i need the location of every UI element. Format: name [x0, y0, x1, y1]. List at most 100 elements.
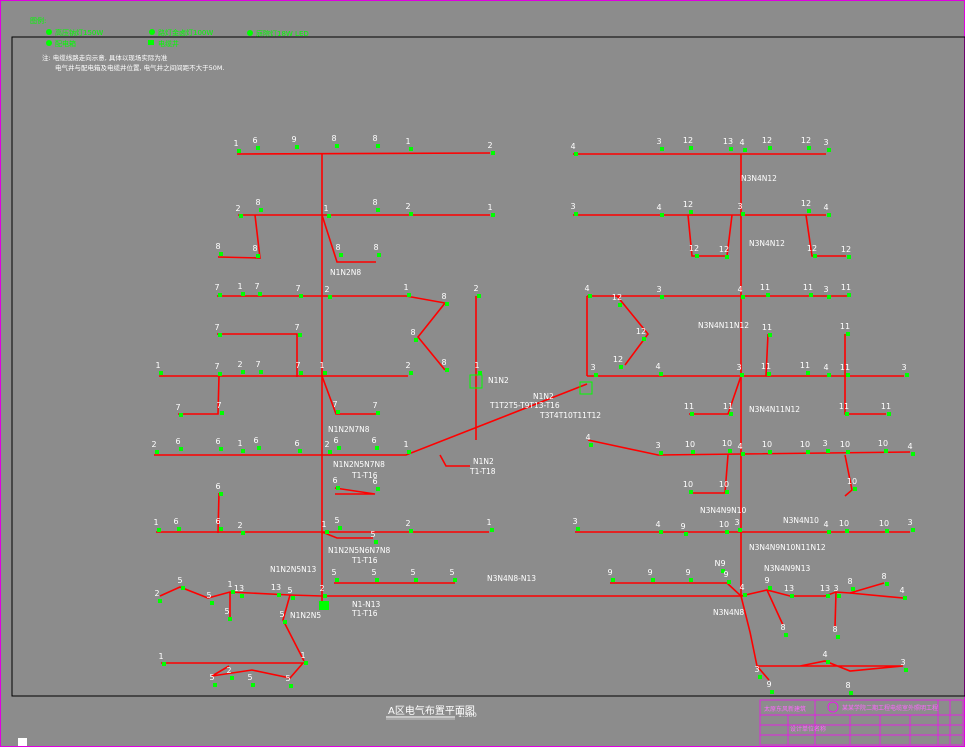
- lamp-number-label: 7: [254, 282, 259, 291]
- lamp-marker: [849, 691, 853, 695]
- lamp-marker: [478, 371, 482, 375]
- lamp-marker: [239, 214, 243, 218]
- lamp-marker: [826, 660, 830, 664]
- drawing-title: A区电气布置平面图: [388, 704, 475, 717]
- lamp-number-label: 11: [800, 361, 810, 370]
- lamp-number-label: 12: [612, 293, 622, 302]
- lamp-marker: [335, 578, 339, 582]
- lamp-marker: [376, 487, 380, 491]
- lamp-marker: [826, 594, 830, 598]
- lamp-marker: [846, 450, 850, 454]
- lamp-marker: [689, 490, 693, 494]
- cable-branch-left-4: [178, 375, 220, 415]
- lamp-number-label: 9: [680, 522, 685, 531]
- cable-branch-n6: [334, 487, 376, 495]
- lamp-number-label: 7: [295, 284, 300, 293]
- lamp-marker: [729, 147, 733, 151]
- lamp-marker: [691, 450, 695, 454]
- lamp-marker: [240, 594, 244, 598]
- cable-right-row-5: [587, 439, 911, 456]
- lamp-marker: [409, 529, 413, 533]
- lamp-marker: [729, 412, 733, 416]
- lamp-number-label: 12: [683, 136, 693, 145]
- circuit-label: T1-T18: [469, 467, 496, 476]
- lamp-marker: [407, 293, 411, 297]
- lamp-marker: [219, 492, 223, 496]
- lamp-number-label: 8: [881, 572, 886, 581]
- title-block: 太原东风新建筑 设计单位名称 某某学院二期工程电缆室外照明工程: [759, 699, 964, 746]
- circuit-label: N1N2N5: [290, 611, 321, 620]
- lamp-number-label: 10: [879, 519, 889, 528]
- lamp-number-label: 8: [780, 623, 785, 632]
- lamp-marker: [251, 683, 255, 687]
- lamp-number-label: 3: [656, 137, 661, 146]
- circuit-label: N1N2N5N7N8: [333, 460, 385, 469]
- lamp-number-label: 3: [572, 517, 577, 526]
- cable-routes: [154, 152, 911, 681]
- lamp-marker: [589, 443, 593, 447]
- drawing-border: [11, 36, 965, 697]
- lamp-number-label: 5: [285, 674, 290, 683]
- lamp-number-label: 7: [216, 401, 221, 410]
- lamp-marker: [283, 620, 287, 624]
- lamp-number-label: 10: [719, 480, 729, 489]
- legend-item-0: 高压钠灯150W: [55, 28, 103, 37]
- lamp-marker: [689, 146, 693, 150]
- circuit-label: N3N4N12: [749, 239, 785, 248]
- lamp-marker: [885, 529, 889, 533]
- lamp-marker: [219, 527, 223, 531]
- lamp-number-label: 4: [823, 363, 828, 372]
- lamp-marker: [618, 303, 622, 307]
- lamp-number-label: 2: [226, 666, 231, 675]
- lamp-number-label: 7: [214, 323, 219, 332]
- lamp-marker: [741, 452, 745, 456]
- lamp-marker: [159, 371, 163, 375]
- lamp-number-label: 5: [224, 607, 229, 616]
- lamp-number-label: 9: [723, 570, 728, 579]
- cable-branch-n7: [321, 375, 376, 415]
- lamp-number-label: 5: [334, 516, 339, 525]
- lamp-marker: [376, 411, 380, 415]
- lamp-marker: [162, 662, 166, 666]
- lamp-number-label: 10: [840, 440, 850, 449]
- lamp-marker: [695, 254, 699, 258]
- lamp-marker: [304, 661, 308, 665]
- lamp-marker: [298, 449, 302, 453]
- lamp-number-label: 2: [319, 584, 324, 593]
- lamp-marker: [770, 690, 774, 694]
- circuit-label: N3N4N9N10: [700, 506, 747, 515]
- lamp-marker: [220, 411, 224, 415]
- lamp-marker: [827, 148, 831, 152]
- lamp-marker: [328, 450, 332, 454]
- lamp-number-label: 3: [655, 441, 660, 450]
- lamp-marker: [847, 255, 851, 259]
- lamp-marker: [827, 530, 831, 534]
- circuit-label: N3N4N11N12: [749, 405, 800, 414]
- circuit-label: N3N4N8: [713, 608, 744, 617]
- lamp-number-label: 7: [295, 361, 300, 370]
- lamp-marker: [836, 635, 840, 639]
- lamp-number-label: 8: [441, 292, 446, 301]
- cable-right-branch-10: [766, 589, 784, 626]
- lamp-number-label: 6: [175, 437, 180, 446]
- lamp-number-label: 8: [373, 243, 378, 252]
- lamp-number-label: 2: [237, 521, 242, 530]
- lamp-marker: [409, 212, 413, 216]
- lamp-number-label: 8: [441, 358, 446, 367]
- lamp-marker: [651, 578, 655, 582]
- lamp-number-label: 2: [324, 440, 329, 449]
- lamp-number-label: 1: [474, 361, 479, 370]
- lamp-number-label: 5: [279, 610, 284, 619]
- title-block-cell-1: 设计单位名称: [790, 725, 826, 733]
- cable-row-7-left: [159, 586, 323, 599]
- lamp-marker: [257, 446, 261, 450]
- lamp-number-label: 1: [153, 518, 158, 527]
- lamp-marker: [219, 447, 223, 451]
- lamp-marker: [258, 292, 262, 296]
- cable-row-8: [161, 662, 305, 679]
- lamp-number-label: 13: [820, 584, 830, 593]
- lamp-number-label: N9: [714, 559, 725, 568]
- lamp-number-label: 12: [689, 244, 699, 253]
- drawing-scale: 1:300: [458, 711, 477, 719]
- lamp-marker: [725, 530, 729, 534]
